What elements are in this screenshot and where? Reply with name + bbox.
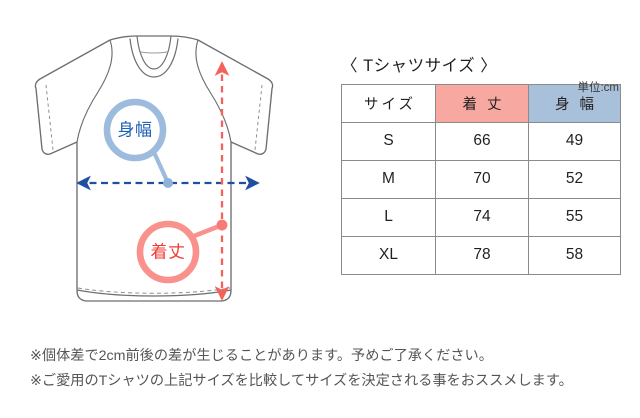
- cell-length: 70: [435, 159, 529, 199]
- page-title: 〈 Tシャツサイズ 〉: [341, 57, 498, 75]
- cell-length: 74: [435, 197, 529, 237]
- length-callout-anchor-dot: [216, 219, 228, 231]
- table-row: L 74 55: [341, 197, 621, 237]
- footer-notes: ※個体差で2cm前後の差が生じることがあります。予めご了承ください。 ※ご愛用の…: [30, 344, 630, 394]
- width-callout-leader: [150, 147, 171, 186]
- sleeve-hem-stitching: [45, 84, 263, 151]
- column-header-size: サイズ: [341, 83, 436, 123]
- shirt-outline: [34, 35, 274, 302]
- length-callout: 着丈: [136, 219, 228, 284]
- cell-size: S: [341, 121, 436, 161]
- cell-length: 78: [435, 235, 529, 275]
- size-table: サイズ 着 丈 身 幅 S 66 49 M 70 52 L 74: [341, 83, 621, 275]
- size-table-panel: 〈 Tシャツサイズ 〉 単位:cm サイズ 着 丈 身 幅 S 66 49: [341, 57, 621, 275]
- collar: [129, 35, 179, 78]
- bottom-hem-stitching: [77, 287, 231, 294]
- cell-width: 49: [528, 121, 621, 161]
- width-callout-ring: [103, 98, 167, 162]
- length-callout-label: 着丈: [151, 243, 186, 262]
- table-row: S 66 49: [341, 121, 621, 161]
- cell-size: L: [341, 197, 436, 237]
- cell-size: M: [341, 159, 436, 199]
- table-row: M 70 52: [341, 159, 621, 199]
- table-row: XL 78 58: [341, 235, 621, 275]
- width-callout-label: 身幅: [118, 121, 153, 140]
- cell-width: 55: [528, 197, 621, 237]
- cell-size: XL: [341, 235, 436, 275]
- cell-length: 66: [435, 121, 529, 161]
- column-header-length: 着 丈: [435, 83, 529, 123]
- t-shirt-measurement-diagram: 身幅 着丈: [0, 0, 330, 330]
- cell-width: 52: [528, 159, 621, 199]
- width-callout-anchor-dot: [163, 178, 173, 188]
- length-callout-ring: [136, 220, 200, 284]
- note-line-1: ※個体差で2cm前後の差が生じることがあります。予めご了承ください。: [30, 348, 493, 364]
- note-line-2: ※ご愛用のTシャツの上記サイズを比較してサイズを決定される事をおススメします。: [30, 373, 573, 389]
- cell-width: 58: [528, 235, 621, 275]
- width-callout: 身幅: [103, 98, 173, 188]
- unit-label: 単位:cm: [577, 82, 619, 94]
